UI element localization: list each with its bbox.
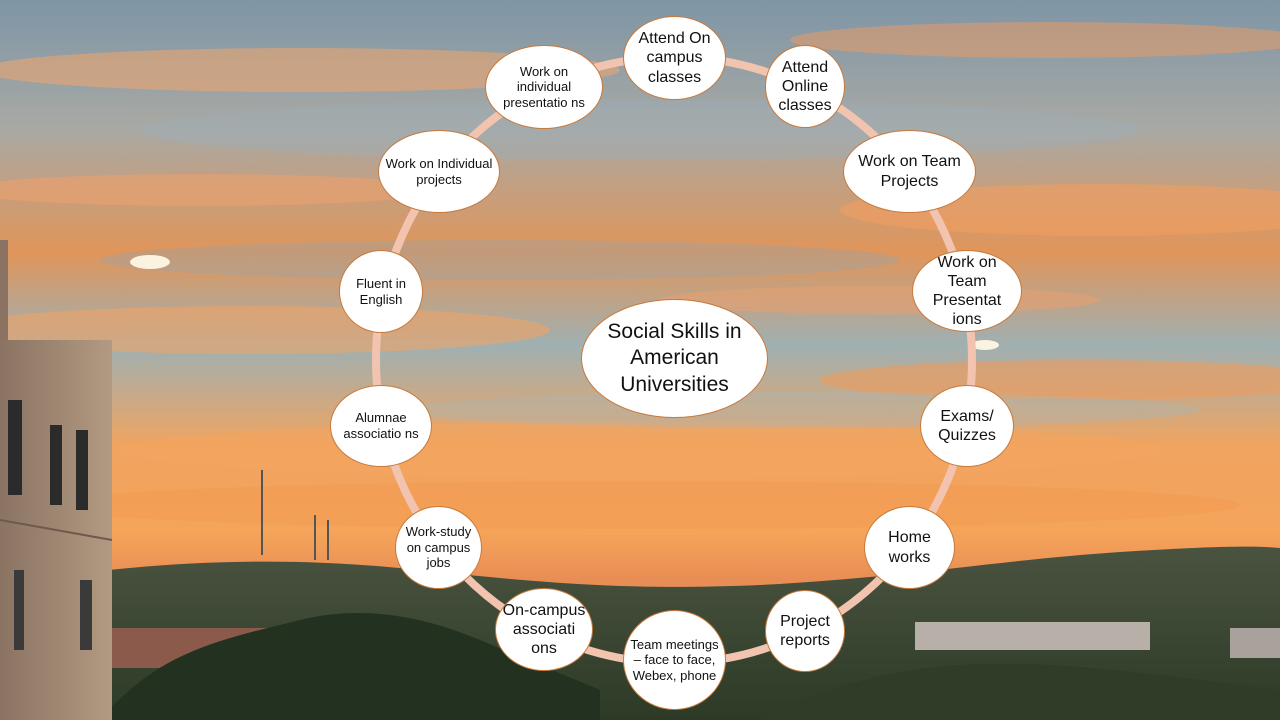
node-attend-online: Attend Online classes bbox=[765, 45, 845, 128]
node-team-presentations: Work on Team Presentat ions bbox=[912, 250, 1022, 332]
center-topic-node: Social Skills in American Universities bbox=[581, 299, 768, 418]
node-individual-presentations: Work on individual presentatio ns bbox=[485, 45, 603, 129]
node-work-study: Work-study on campus jobs bbox=[395, 506, 482, 589]
center-topic-label: Social Skills in American Universities bbox=[607, 320, 742, 396]
node-exams-quizzes: Exams/ Quizzes bbox=[920, 385, 1014, 467]
node-fluent-english: Fluent in English bbox=[339, 250, 423, 333]
node-alumnae-associations: Alumnae associatio ns bbox=[330, 385, 432, 467]
node-individual-projects: Work on Individual projects bbox=[378, 130, 500, 213]
node-on-campus-associations: On-campus associati ons bbox=[495, 588, 593, 671]
node-team-projects: Work on Team Projects bbox=[843, 130, 976, 213]
node-team-meetings: Team meetings – face to face, Webex, pho… bbox=[623, 610, 726, 710]
node-home-works: Home works bbox=[864, 506, 955, 589]
node-attend-on-campus: Attend On campus classes bbox=[623, 16, 726, 100]
node-project-reports: Project reports bbox=[765, 590, 845, 672]
